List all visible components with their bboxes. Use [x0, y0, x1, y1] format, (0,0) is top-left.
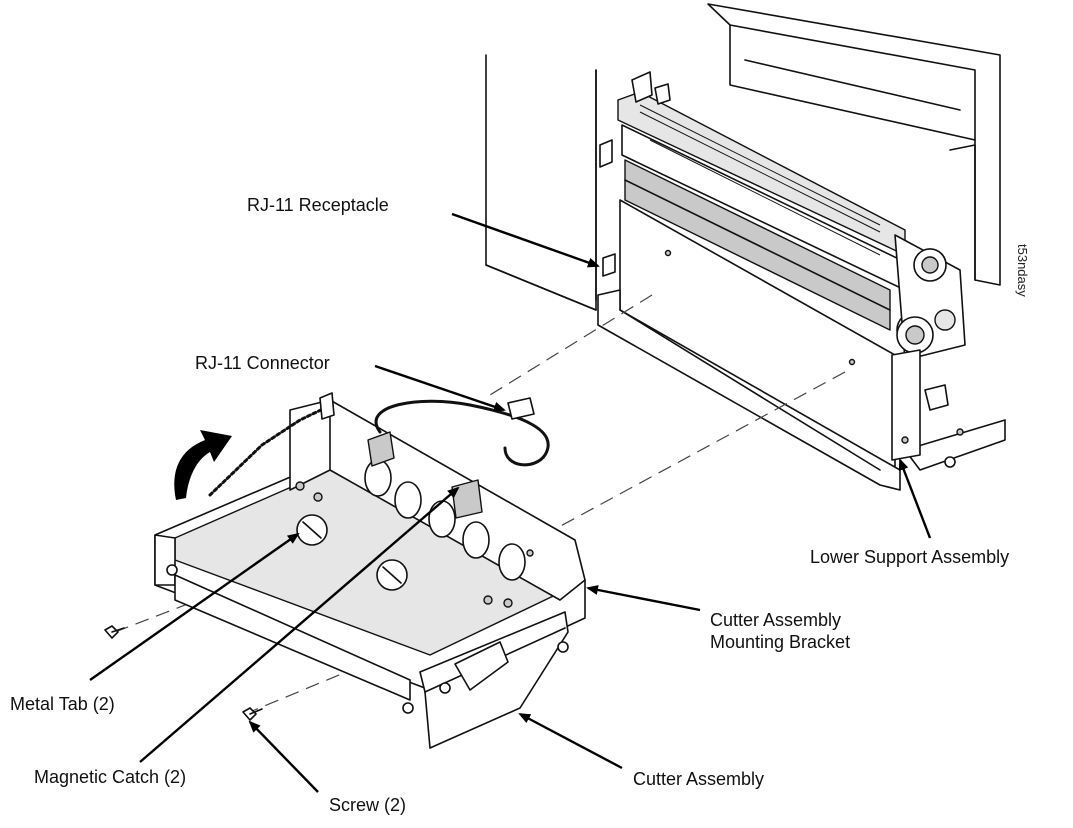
leader-rj11-receptacle [451, 212, 600, 268]
curved-arrow-icon [174, 430, 232, 500]
leader-lines [89, 212, 932, 793]
label-rj11-connector: RJ-11 Connector [195, 353, 330, 373]
label-cutter-mounting-bracket-line1: Cutter Assembly [710, 610, 842, 630]
leader-metal-tab [89, 532, 300, 681]
label-cutter-mounting-bracket: Cutter Assembly Mounting Bracket [710, 609, 850, 653]
label-lower-support-assembly: Lower Support Assembly [810, 547, 1010, 567]
leader-lower-support [898, 458, 932, 539]
label-magnetic-catch: Magnetic Catch (2) [34, 767, 187, 787]
leader-screw [248, 720, 319, 793]
leader-cutter-assembly [518, 712, 623, 770]
label-cutter-mounting-bracket-line2: Mounting Bracket [710, 632, 851, 652]
leader-magnetic-catch [139, 486, 460, 763]
label-metal-tab: Metal Tab (2) [10, 694, 115, 714]
label-cutter-assembly: Cutter Assembly [633, 769, 765, 789]
label-screw: Screw (2) [329, 795, 407, 815]
printer-frame [485, 3, 1006, 491]
leader-mounting-bracket [586, 585, 701, 612]
leader-rj11-connector [374, 364, 506, 412]
cutter-assembly-artwork [104, 392, 586, 749]
label-rj11-receptacle: RJ-11 Receptacle [247, 195, 389, 215]
figure-code: t53ndasy [1015, 244, 1030, 297]
